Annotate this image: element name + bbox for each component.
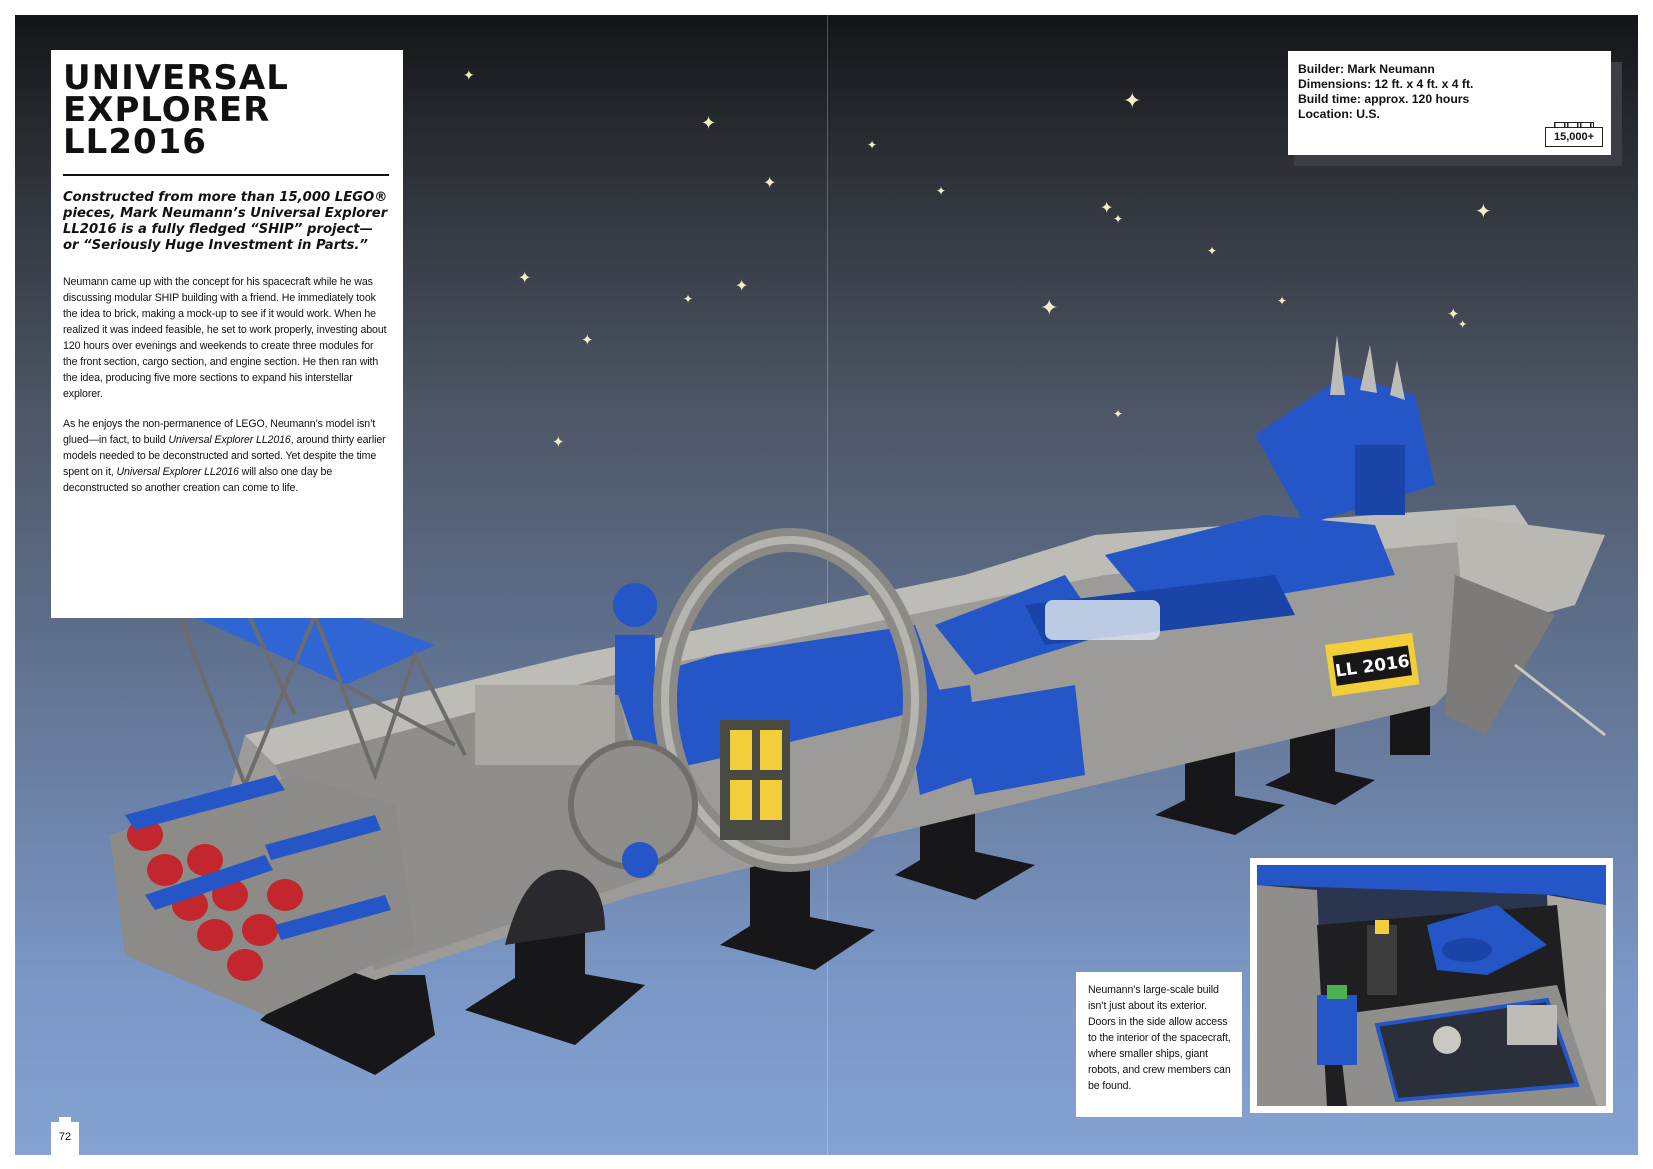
star-icon: ✦ [701, 113, 717, 134]
spec-builder: Builder: Mark Neumann [1298, 62, 1435, 76]
tower-spires [1330, 335, 1405, 515]
ring-module [568, 528, 927, 878]
body-paragraph-2-part-c: will also one day be deconstructed so an… [63, 466, 333, 494]
star-icon: ✦ [1113, 212, 1124, 226]
star-icon: ✦ [463, 68, 475, 84]
body-paragraph-2-part-b: , around thirty earlier models needed to… [63, 434, 386, 478]
body-paragraph-2-part-a: As he enjoys the non-permanence of LEGO,… [63, 418, 376, 446]
piece-count-badge: 15,000+ [1545, 122, 1603, 147]
star-icon: ✦ [1123, 89, 1142, 114]
star-icon: ✦ [1113, 407, 1124, 421]
spec-build-time: Build time: approx. 120 hours [1298, 92, 1470, 106]
model-name-2: Universal Explorer LL2016 [116, 466, 239, 478]
star-icon: ✦ [1277, 294, 1288, 308]
star-icon: ✦ [1100, 198, 1114, 217]
star-icon: ✦ [581, 331, 594, 349]
spec-dimensions: Dimensions: 12 ft. x 4 ft. x 4 ft. [1298, 77, 1474, 91]
star-icon: ✦ [518, 268, 532, 287]
title-rule [63, 174, 389, 176]
star-icon: ✦ [1447, 305, 1460, 323]
engine-cluster [110, 775, 415, 1015]
star-icon: ✦ [1458, 318, 1468, 331]
spec-box: Builder: Mark Neumann Dimensions: 12 ft.… [1288, 51, 1611, 155]
interior-hangar-photo [1257, 865, 1606, 1106]
page-number: 72 [51, 1117, 79, 1155]
body-paragraph-1: Neumann came up with the concept for his… [63, 276, 387, 400]
star-icon: ✦ [552, 433, 565, 451]
star-icon: ✦ [1207, 244, 1218, 258]
intro-panel: UNIVERSAL EXPLORER LL2016 Constructed fr… [51, 50, 403, 618]
inset-photo-frame [1250, 858, 1613, 1113]
page-gutter [827, 15, 828, 1155]
page-title: UNIVERSAL EXPLORER LL2016 [63, 58, 289, 162]
star-icon: ✦ [683, 292, 694, 306]
inset-caption: Neumann’s large-scale build isn’t just a… [1076, 972, 1242, 1117]
ship-bow [1445, 515, 1606, 737]
star-icon: ✦ [763, 173, 777, 192]
lede-paragraph: Constructed from more than 15,000 LEGO® … [63, 190, 388, 253]
star-icon: ✦ [867, 138, 878, 152]
magazine-spread: ✦ ✦ ✦ ✦ ✦ ✦ ✦ ✦ ✦ ✦ ✦ ✦ ✦ ✦ ✦ ✦ ✦ ✦ ✦ ✦ [15, 15, 1638, 1155]
model-name-1: Universal Explorer LL2016 [168, 434, 291, 446]
star-icon: ✦ [936, 184, 947, 198]
star-icon: ✦ [1040, 296, 1059, 321]
star-icon: ✦ [1475, 199, 1492, 223]
hull-label-plate: LL 2016 [1325, 632, 1420, 697]
body-paragraph-2: As he enjoys the non-permanence of LEGO,… [63, 416, 389, 496]
spaceship-illustration: LL 2016 [110, 335, 1606, 1075]
spec-location: Location: U.S. [1298, 107, 1380, 121]
star-icon: ✦ [735, 276, 749, 295]
